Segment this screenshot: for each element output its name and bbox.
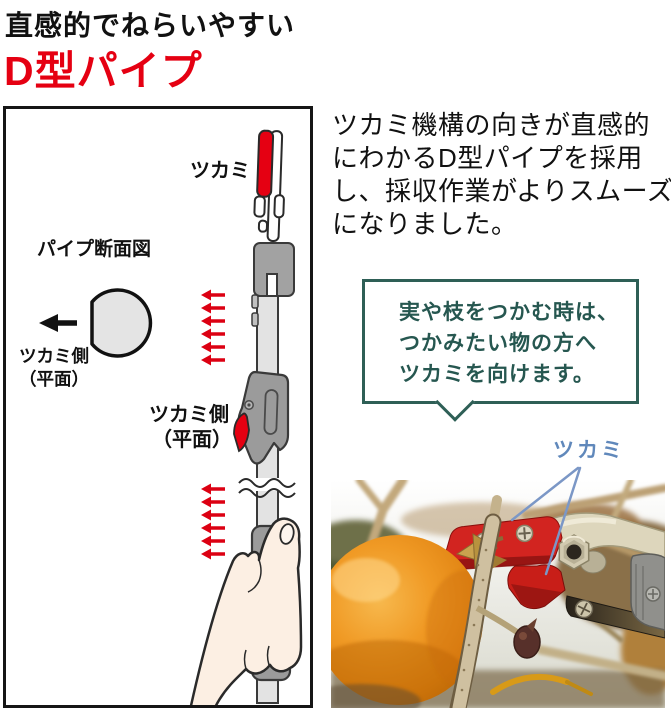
- red-gripper-lower-jaw: [507, 564, 566, 610]
- mechanism-side-label-1: ツカミ側: [149, 403, 229, 426]
- focus-branch: [449, 495, 533, 708]
- photo-tsukami-label: ツカミ: [553, 439, 625, 462]
- pipe-break-marks: [238, 478, 296, 498]
- direction-arrows-upper: [201, 289, 225, 366]
- persimmon-photo: [331, 480, 665, 708]
- description-line: にわかるD型パイプを採用: [332, 143, 643, 173]
- callout-line: 実や枝をつかむ時は、: [399, 301, 619, 324]
- grip-mechanism-illustration: [233, 370, 290, 465]
- page-subtitle: 直感的でねらいやすい: [5, 10, 296, 41]
- description-line: し、採収作業がよりスムーズ: [332, 176, 671, 206]
- hand-illustration: [189, 517, 303, 705]
- gripper-head-illustration: [253, 129, 285, 243]
- feature-description: ツカミ機構の向きが直感的 にわかるD型パイプを採用 し、採収作業がよりスムーズ …: [332, 109, 671, 241]
- cross-section-side-label-1: ツカミ側: [19, 346, 89, 366]
- cross-section-title: パイプ断面図: [37, 237, 151, 260]
- pipe-diagram-illustration: ツカミ パイプ断面図 ツカミ側 （平面）: [19, 129, 303, 705]
- page-title: D型パイプ: [4, 48, 203, 94]
- direction-arrows-lower: [201, 483, 225, 560]
- red-lever: [233, 412, 250, 453]
- callout-line: つかみたい物の方へ: [399, 332, 597, 355]
- yellow-twig: [490, 673, 570, 695]
- description-line: ツカミ機構の向きが直感的: [332, 110, 651, 140]
- photo-illustration: [331, 480, 665, 708]
- mechanism-side-label-2: （平面）: [152, 428, 232, 451]
- d-shape-cross-section: [90, 288, 153, 358]
- link-bar: [565, 595, 665, 639]
- flat-side-arrow: [39, 314, 58, 332]
- usage-callout-bubble: 実や枝をつかむ時は、 つかみたい物の方へ ツカミを向けます。: [362, 279, 639, 404]
- dried-bud: [513, 618, 541, 659]
- description-line: になりました。: [332, 209, 518, 239]
- diagram-tsukami-label: ツカミ: [190, 160, 250, 182]
- pipe-diagram-panel: ツカミ パイプ断面図 ツカミ側 （平面）: [3, 106, 313, 708]
- gray-clamp: [630, 553, 665, 631]
- cross-section-side-label-2: （平面）: [19, 369, 89, 389]
- callout-line: ツカミを向けます。: [399, 363, 595, 386]
